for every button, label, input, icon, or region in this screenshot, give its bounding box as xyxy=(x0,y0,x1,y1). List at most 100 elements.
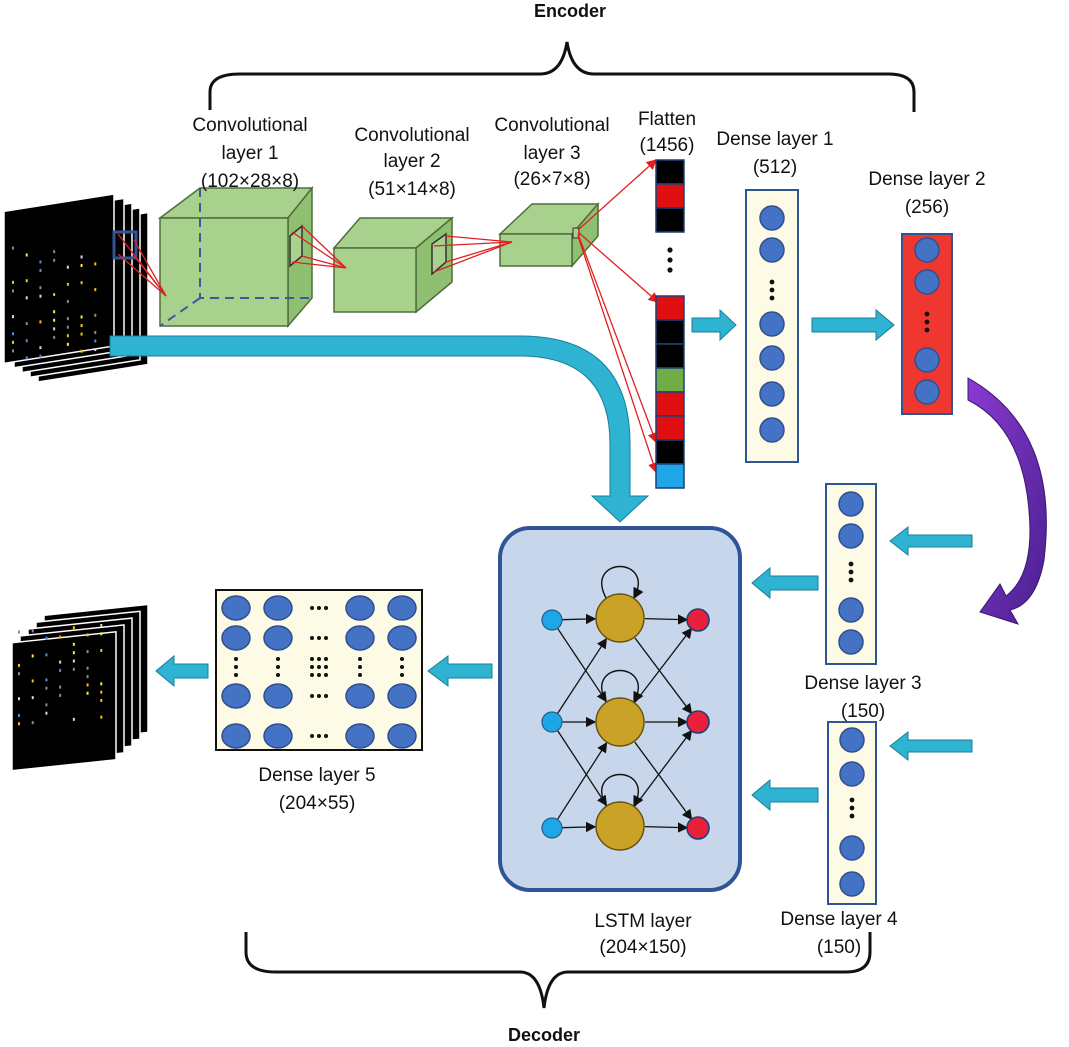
neuron xyxy=(387,683,417,709)
dense5-label: Dense layer 5 xyxy=(258,765,376,786)
ellipsis-dot xyxy=(310,694,314,698)
pixel-glyph xyxy=(53,258,56,262)
input-image-stack xyxy=(3,193,149,383)
neuron xyxy=(838,629,864,655)
neuron xyxy=(914,269,940,295)
pixel-glyph xyxy=(53,293,56,297)
arrow-flatten-to-dense1 xyxy=(691,308,737,342)
pixel-glyph xyxy=(39,320,42,324)
pixel-glyph xyxy=(45,711,48,715)
flatten-cell xyxy=(655,183,685,209)
pixel-glyph xyxy=(100,698,103,702)
lstm-network xyxy=(541,565,710,851)
dense4-label: Dense layer 4 xyxy=(780,909,898,930)
lstm-output-node xyxy=(686,816,710,840)
neuron xyxy=(759,311,785,337)
ellipsis-dot xyxy=(310,673,314,677)
pixel-glyph xyxy=(39,260,42,264)
neuron xyxy=(839,727,865,753)
pixel-glyph xyxy=(18,713,20,717)
pixel-glyph xyxy=(80,349,83,353)
ellipsis-dot xyxy=(324,657,328,661)
neuron xyxy=(345,595,375,621)
conv1-label-line2: layer 1 xyxy=(221,143,279,164)
pixel-glyph xyxy=(66,342,69,346)
lstm-cell xyxy=(595,697,645,747)
neuron xyxy=(263,625,293,651)
lstm-recurrent-loop xyxy=(601,669,644,704)
pixel-glyph xyxy=(66,265,69,269)
neuron xyxy=(914,237,940,263)
flatten-cell xyxy=(655,207,685,233)
ellipsis-dot xyxy=(769,279,775,285)
pixel-glyph xyxy=(59,693,62,697)
lstm-output-edge xyxy=(634,637,693,715)
pixel-glyph xyxy=(86,666,89,670)
lstm-label: LSTM layer xyxy=(594,911,692,932)
ellipsis-dot xyxy=(324,673,328,677)
ellipsis-dot xyxy=(317,734,321,738)
ellipsis-dot xyxy=(234,673,238,677)
pixel-glyph xyxy=(39,346,42,350)
receptive-field-lines xyxy=(117,159,659,474)
conv3-label-line2: layer 3 xyxy=(523,143,581,164)
conv-layer-3-block xyxy=(498,201,600,269)
pixel-glyph xyxy=(72,642,75,646)
dense-layer-2 xyxy=(901,233,953,415)
pixel-glyph xyxy=(25,356,28,360)
lstm-input-edge xyxy=(556,730,608,807)
lstm-input-node xyxy=(541,609,563,631)
ellipsis-dot xyxy=(324,606,328,610)
pixel-glyph xyxy=(100,690,103,694)
ellipsis-dot xyxy=(358,657,362,661)
output-image-stack xyxy=(11,603,149,772)
pixel-glyph xyxy=(39,354,42,358)
ellipsis-dot xyxy=(848,577,854,583)
ellipsis-dot xyxy=(924,319,930,325)
dense-layer-4 xyxy=(827,721,877,905)
decoder-label: Decoder xyxy=(507,1025,581,1045)
pixel-glyph xyxy=(86,675,89,679)
conv3-shape: (26×7×8) xyxy=(513,169,591,190)
ellipsis-dot xyxy=(769,295,775,301)
pixel-glyph xyxy=(100,623,103,627)
neuron xyxy=(263,595,293,621)
ellipsis-dot xyxy=(769,287,775,293)
flatten-vector-top xyxy=(655,159,685,233)
conv1-shape: (102×28×8) xyxy=(200,171,300,192)
ellipsis-dot xyxy=(310,734,314,738)
neuron xyxy=(839,871,865,897)
pixel-glyph xyxy=(45,636,48,640)
lstm-cell xyxy=(595,801,645,851)
input-patch xyxy=(112,230,138,260)
pixel-glyph xyxy=(45,678,48,682)
lstm-input-edge xyxy=(561,613,597,625)
arrow-dense1-to-dense2 xyxy=(811,308,895,342)
neuron xyxy=(221,683,251,709)
flatten-cell xyxy=(655,159,685,185)
pixel-glyph xyxy=(45,686,48,690)
dense1-size: (512) xyxy=(752,157,798,178)
conv-layer-1-block xyxy=(157,185,314,329)
neuron xyxy=(345,723,375,749)
pixel-glyph xyxy=(59,668,62,672)
ellipsis-dot xyxy=(310,665,314,669)
pixel-glyph xyxy=(66,317,69,321)
lstm-cell xyxy=(595,593,645,643)
encoder-brace xyxy=(208,41,916,112)
lstm-input-node xyxy=(541,817,563,839)
lstm-output-edge xyxy=(634,729,693,807)
pixel-glyph xyxy=(12,280,14,284)
arrow-dense3-to-lstm xyxy=(751,566,819,600)
pixel-glyph xyxy=(25,339,28,343)
dense1-label: Dense layer 1 xyxy=(716,129,834,150)
pixel-glyph xyxy=(86,650,89,654)
ellipsis-dot xyxy=(317,665,321,669)
ellipsis-dot xyxy=(924,311,930,317)
lstm-input-edge xyxy=(556,637,608,714)
flatten-vector-bottom xyxy=(655,295,685,489)
pixel-glyph xyxy=(94,313,97,317)
pixel-glyph xyxy=(86,683,89,687)
pixel-glyph xyxy=(12,246,14,250)
arrow-dense5-to-output xyxy=(155,654,209,688)
